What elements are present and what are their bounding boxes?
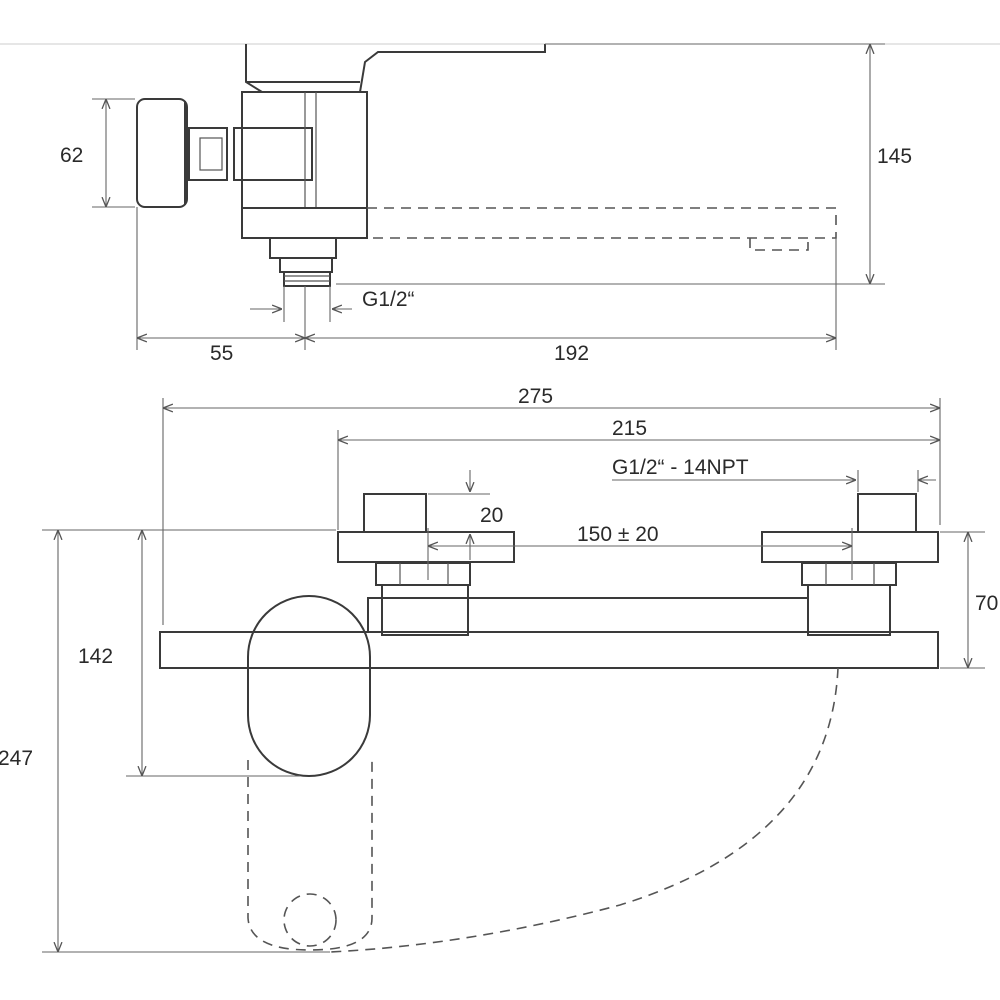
front-left-flange: [337, 531, 515, 563]
front-left-inlet: [363, 493, 427, 533]
front-handle: [247, 595, 371, 777]
front-lever-dashed: [247, 760, 373, 951]
dim-215-label: 215: [612, 417, 647, 440]
side-connector: [269, 237, 337, 259]
dim-145-label: 145: [877, 145, 912, 168]
dim-150-label: 150 ± 20: [577, 523, 659, 546]
side-base-plate: [241, 207, 368, 239]
front-left-connector: [381, 584, 469, 636]
dim-192-label: 192: [554, 342, 589, 365]
dim-275-label: 275: [518, 385, 553, 408]
side-knob: [136, 98, 188, 208]
front-upper-body: [367, 597, 809, 632]
dim-70-label: 70: [975, 592, 998, 615]
front-swing-arc: [329, 667, 839, 953]
dim-247-label: 247: [0, 747, 33, 770]
front-main-bar: [159, 631, 939, 669]
side-lever-top: [245, 44, 546, 93]
dim-thread-label: G1/2“: [362, 288, 415, 311]
dim-npt-label: G1/2“ - 14NPT: [612, 456, 749, 479]
front-right-connector: [807, 584, 891, 636]
dim-20-label: 20: [480, 504, 503, 527]
dim-55-label: 55: [210, 342, 233, 365]
front-view: 275 215 G1/2“ - 14NPT 20 150 ± 20 70 142: [0, 385, 998, 953]
side-spout-dashed: [367, 207, 837, 239]
front-right-inlet: [857, 493, 917, 533]
dim-142-label: 142: [78, 645, 113, 668]
side-knob-stem: [188, 127, 228, 181]
side-view: 62 145 G1/2“ 55 192: [60, 43, 912, 365]
front-right-flange: [761, 531, 939, 563]
dim-62-label: 62: [60, 144, 83, 167]
